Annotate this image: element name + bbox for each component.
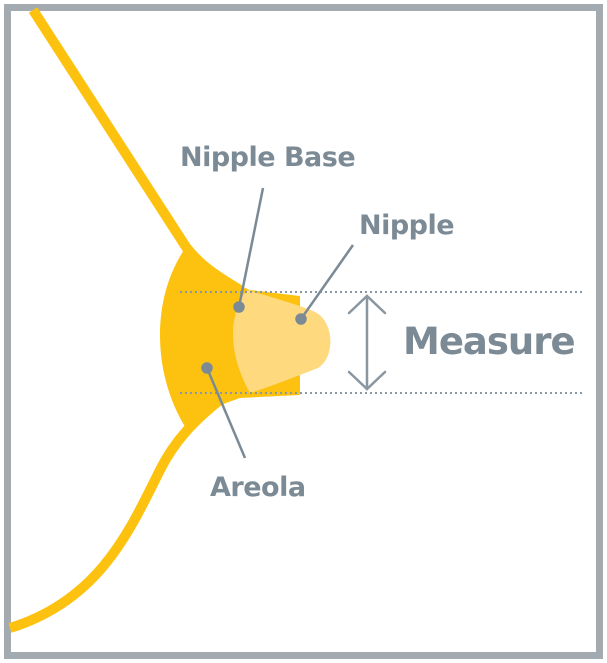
areola-leader xyxy=(205,367,247,459)
nipple-base-label: Nipple Base xyxy=(180,142,356,173)
breast-outline-lower xyxy=(8,396,224,633)
nipple-dot xyxy=(295,313,307,325)
nipple-base-dot xyxy=(233,301,245,313)
measure-arrow-icon xyxy=(347,294,387,391)
nipple-shape xyxy=(232,290,331,393)
areola-dot xyxy=(201,362,213,374)
nipple-label: Nipple xyxy=(359,210,455,241)
nipple-leader xyxy=(299,244,355,320)
areola-label: Areola xyxy=(210,472,306,503)
measure-label: Measure xyxy=(403,320,576,363)
nipple-base-leader xyxy=(237,187,265,308)
